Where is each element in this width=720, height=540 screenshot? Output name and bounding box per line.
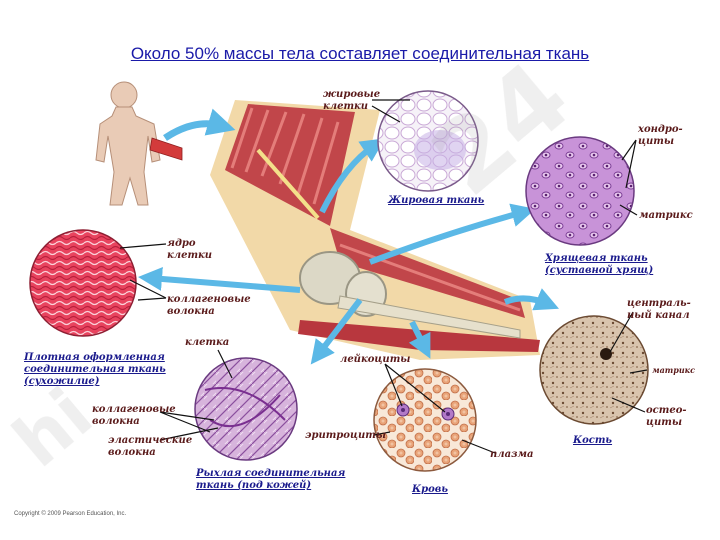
label-cartilage-matrix: матрикс <box>639 210 693 221</box>
adipose-circle <box>377 90 479 192</box>
caption-cartilage: Хрящевая ткань (суставной хрящ) <box>545 253 654 276</box>
label-collagen-dense: коллагеновые волокна <box>167 294 251 317</box>
dense-circle <box>29 229 137 337</box>
label-chondrocytes: хондро- циты <box>638 124 683 147</box>
bone-circle <box>539 315 649 425</box>
label-elastic: эластические волокна <box>108 435 193 458</box>
copyright: Copyright © 2009 Pearson Education, Inc. <box>14 511 127 517</box>
caption-loose: Рыхлая соединительная ткань (под кожей) <box>196 468 346 491</box>
cartilage-circle <box>525 136 635 246</box>
arrows <box>138 108 560 365</box>
label-bone-matrix: матрикс <box>652 365 695 375</box>
label-central-canal: централь- ный канал <box>627 298 691 321</box>
caption-adipose: Жировая ткань <box>388 195 485 206</box>
caption-bone: Кость <box>573 435 613 446</box>
label-plasma: плазма <box>490 449 534 460</box>
loose-circle <box>194 357 298 461</box>
label-erythrocytes: эритроциты <box>305 430 387 441</box>
label-cell: клетка <box>185 337 230 348</box>
caption-blood: Кровь <box>412 484 448 495</box>
page-title: Около 50% массы тела составляет соединит… <box>130 44 590 63</box>
pointer-lines <box>119 99 648 454</box>
label-fat-cells: жировые клетки <box>323 89 381 112</box>
label-osteocytes: остео- циты <box>646 405 687 428</box>
blood-circle <box>373 368 477 472</box>
human-figure <box>95 81 183 206</box>
caption-dense: Плотная оформленная соединительная ткань… <box>24 352 166 387</box>
label-nucleus: ядро клетки <box>167 238 213 261</box>
highlighted-arm <box>149 137 183 161</box>
label-collagen-loose: коллагеновые волокна <box>92 404 176 427</box>
label-leukocytes: лейкоциты <box>340 354 411 365</box>
